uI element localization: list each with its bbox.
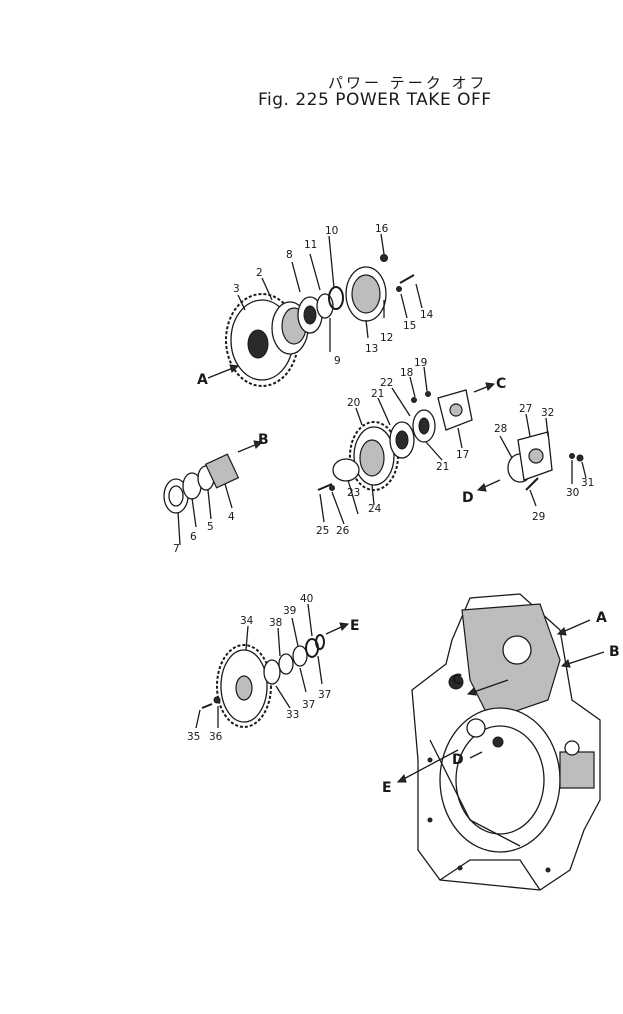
reference-letter-label: B [258,432,269,448]
part-number-label: 21 [436,461,449,473]
gear-34 [216,644,272,728]
bolt-25 [317,483,333,491]
part-number-label: 36 [209,731,223,743]
gear-assembly-middle [317,366,496,525]
bolt-14 [399,274,415,284]
pinion-assembly [163,440,264,546]
part-number-label: 20 [347,397,360,409]
snap-ring-10 [328,286,344,310]
part-number-label: 27 [519,403,532,415]
part-number-label: 4 [228,511,235,523]
part-number-label: 34 [240,615,254,627]
cover-assembly [476,413,587,507]
bolt-30 [569,453,575,459]
figure-title: Fig. 225 POWER TAKE OFF [258,90,492,110]
part-number-label: 17 [456,449,469,461]
washer-16 [380,254,388,262]
washer-19 [425,391,431,397]
part-number-label: 37 [318,689,331,701]
part-number-label: 32 [541,407,554,419]
flywheel-housing [396,593,605,891]
part-number-label: 14 [420,309,434,321]
part-number-label: 10 [325,225,338,237]
part-number-label: 8 [286,249,293,261]
hub-33 [263,659,281,685]
washer-26 [329,485,335,491]
part-number-label: 18 [400,367,413,379]
part-number-label: 39 [283,605,296,617]
washer-15 [396,286,402,292]
part-number-label: 31 [581,477,594,489]
part-number-label: 30 [566,487,579,499]
reference-letter-label: C [452,672,462,688]
reference-letter-label: A [197,372,208,388]
reference-letter-label: D [462,490,474,506]
reference-letter-label: E [350,618,360,634]
part-number-label: 28 [494,423,507,435]
bolt-18 [411,397,417,403]
reference-letter-label: C [496,376,506,392]
part-number-label: 2 [256,267,263,279]
washer-31 [576,454,584,462]
part-number-label: 22 [380,377,393,389]
part-number-label: 5 [207,521,214,533]
bolt-29 [525,477,539,491]
part-number-label: 38 [269,617,282,629]
reference-letter-label: E [382,780,392,796]
bearing-37 [278,653,294,675]
pinion-4 [204,453,240,489]
part-number-label: 16 [375,223,389,235]
bolt-35 [201,703,213,709]
part-number-label: 33 [286,709,299,721]
gear-assembly-upper [207,233,423,387]
part-number-label: 9 [334,355,341,367]
part-number-label: 40 [300,593,313,605]
part-number-label: 6 [190,531,197,543]
part-number-callouts: 2345678910111213141516171819202121222324… [173,223,620,796]
part-number-label: 12 [380,332,393,344]
part-number-label: 23 [347,487,360,499]
part-number-label: 15 [403,320,416,332]
reference-letter-label: D [452,752,464,768]
bearing-38 [292,645,308,667]
part-number-label: 11 [304,239,317,251]
part-number-label: 7 [173,543,180,555]
part-number-label: 3 [233,283,240,295]
part-number-label: 25 [316,525,329,537]
part-number-label: 24 [368,503,382,515]
part-number-label: 19 [414,357,427,369]
part-number-label: 35 [187,731,200,743]
part-number-label: 21 [371,388,384,400]
part-number-label: 26 [336,525,350,537]
gear-assembly-lower [195,603,350,729]
reference-letter-label: B [609,644,620,660]
part-number-label: 37 [302,699,315,711]
washer-36 [213,696,221,704]
title-japanese: パワー テーク オフ [328,74,488,92]
ring-40 [315,634,325,650]
part-number-label: 29 [532,511,545,523]
reference-letter-label: A [596,610,607,626]
part-number-label: 13 [365,343,378,355]
plate-23 [332,458,360,482]
